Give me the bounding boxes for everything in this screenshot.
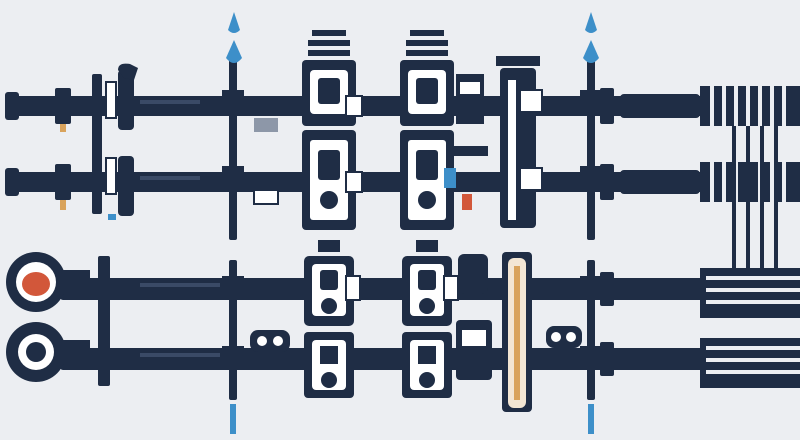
pipe-flanges: [600, 88, 614, 376]
valve-stack-middle: [400, 30, 454, 398]
pipe-highlights: [140, 100, 220, 357]
left-ring-valves: [6, 252, 110, 386]
drop-icon: [585, 12, 597, 33]
valve-icon: [444, 56, 543, 412]
valve-stack-left: [302, 30, 356, 398]
drop-icon: [226, 40, 242, 63]
drop-icon: [583, 40, 599, 63]
small-fittings: [250, 95, 582, 352]
right-vertical-rods: [732, 126, 778, 268]
left-joints: [5, 63, 138, 216]
drop-icons: [226, 12, 599, 434]
left-joint-accents: [60, 81, 117, 220]
vertical-risers: [222, 60, 602, 400]
drop-icon: [228, 12, 240, 33]
